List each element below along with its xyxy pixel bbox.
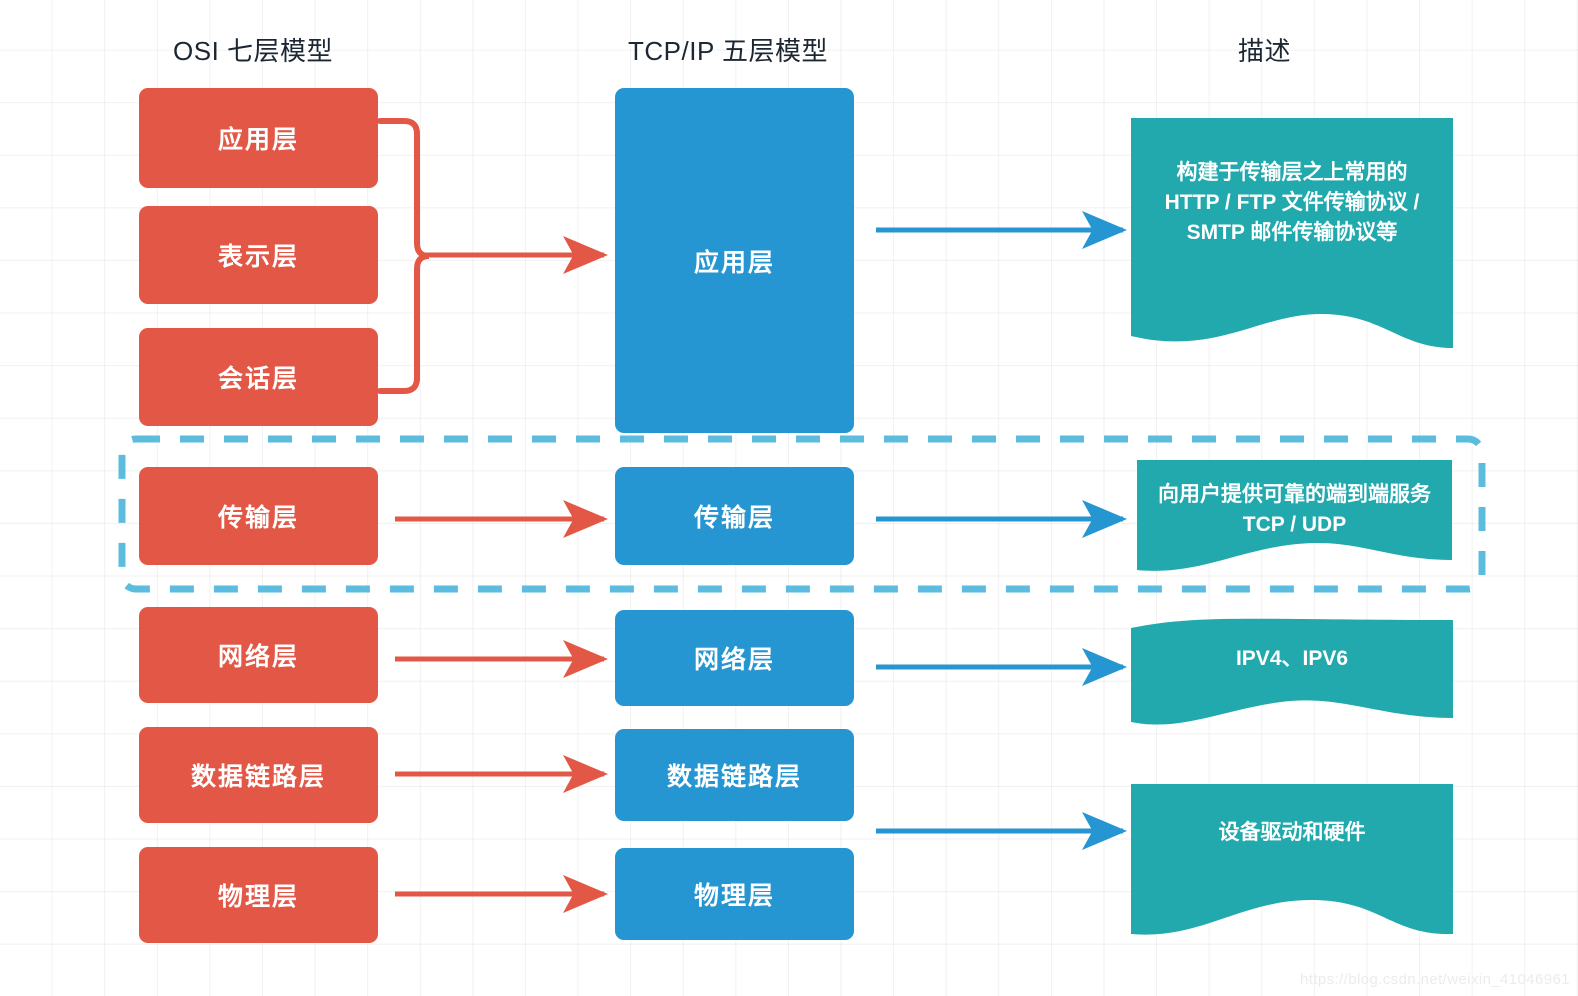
bracket-osi-upper-layers <box>377 118 430 394</box>
description-card-network: IPV4、IPV6 <box>1131 618 1453 738</box>
description-text-transport: 向用户提供可靠的端到端服务 TCP / UDP <box>1158 483 1431 536</box>
osi-layer-session[interactable]: 会话层 <box>139 328 378 426</box>
osi-layer-application[interactable]: 应用层 <box>139 88 378 188</box>
tcpip-layer-datalink[interactable]: 数据链路层 <box>615 729 854 821</box>
tcpip-layer-physical[interactable]: 物理层 <box>615 848 854 940</box>
tcpip-layer-network[interactable]: 网络层 <box>615 610 854 706</box>
tcpip-layer-application[interactable]: 应用层 <box>615 88 854 433</box>
osi-layer-network[interactable]: 网络层 <box>139 607 378 703</box>
description-text-physical: 设备驱动和硬件 <box>1218 821 1366 844</box>
wave-shape-application <box>1131 118 1453 348</box>
osi-layer-physical[interactable]: 物理层 <box>139 847 378 943</box>
tcpip-layer-transport[interactable]: 传输层 <box>615 467 854 565</box>
osi-layer-presentation[interactable]: 表示层 <box>139 206 378 304</box>
description-text-application: 构建于传输层之上常用的 HTTP / FTP 文件传输协议 / SMTP 邮件传… <box>1164 161 1420 244</box>
osi-layer-transport[interactable]: 传输层 <box>139 467 378 565</box>
description-text-network: IPV4、IPV6 <box>1235 647 1349 670</box>
description-card-physical: 设备驱动和硬件 <box>1131 784 1453 954</box>
column-title-osi: OSI 七层模型 <box>173 36 334 66</box>
column-title-description: 描述 <box>1238 36 1292 66</box>
wave-shape-network <box>1131 618 1453 725</box>
column-title-tcpip: TCP/IP 五层模型 <box>628 36 829 66</box>
description-card-transport: 向用户提供可靠的端到端服务 TCP / UDP <box>1137 460 1452 580</box>
watermark-url: https://blog.csdn.net/weixin_41046961 <box>1300 971 1570 988</box>
description-card-application: 构建于传输层之上常用的 HTTP / FTP 文件传输协议 / SMTP 邮件传… <box>1131 118 1453 348</box>
wave-shape-physical <box>1131 784 1453 935</box>
osi-layer-datalink[interactable]: 数据链路层 <box>139 727 378 823</box>
